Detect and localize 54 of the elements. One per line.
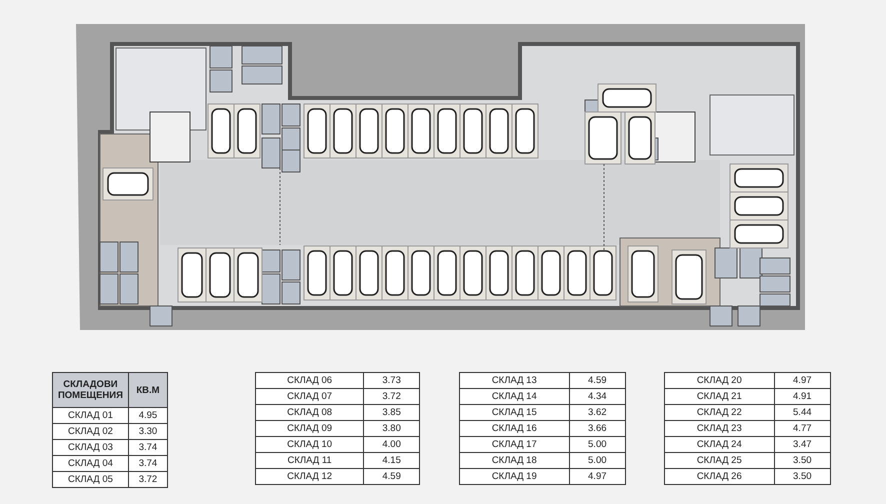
storage-name-cell: СКЛАД 25 bbox=[664, 452, 774, 468]
storage-name-cell: СКЛАД 15 bbox=[460, 404, 570, 420]
area-value-cell: 4.97 bbox=[569, 468, 626, 484]
area-value-cell: 3.74 bbox=[128, 456, 168, 472]
area-value-cell: 3.62 bbox=[569, 404, 626, 420]
area-value-cell: 3.50 bbox=[774, 452, 830, 468]
area-value-cell: 3.73 bbox=[364, 372, 420, 388]
area-value-cell: 4.15 bbox=[364, 452, 420, 468]
storage-name-cell: СКЛАД 11 bbox=[256, 452, 364, 468]
area-value-cell: 4.34 bbox=[569, 388, 626, 404]
storage-name-cell: СКЛАД 26 bbox=[664, 468, 774, 484]
storage-name-cell: СКЛАД 10 bbox=[256, 436, 364, 452]
storage-name-cell: СКЛАД 09 bbox=[256, 420, 364, 436]
header-cell: СКЛАДОВИ ПОМЕЩЕНИЯ bbox=[52, 372, 128, 408]
storage-name-cell: СКЛАД 18 bbox=[460, 452, 570, 468]
storage-name-cell: СКЛАД 01 bbox=[52, 408, 128, 424]
area-value-cell: 3.80 bbox=[364, 420, 420, 436]
area-value-cell: 3.50 bbox=[774, 468, 830, 484]
storage-name-cell: СКЛАД 19 bbox=[460, 468, 570, 484]
storage-name-cell: СКЛАД 22 bbox=[664, 404, 774, 420]
storage-name-cell: СКЛАД 16 bbox=[460, 420, 570, 436]
area-value-cell: 3.85 bbox=[364, 404, 420, 420]
storage-name-cell: СКЛАД 17 bbox=[460, 436, 570, 452]
area-value-cell: 5.00 bbox=[569, 436, 626, 452]
area-value-cell: 4.95 bbox=[128, 408, 168, 424]
area-value-cell: 3.47 bbox=[774, 436, 830, 452]
area-value-cell: 3.72 bbox=[364, 388, 420, 404]
storage-name-cell: СКЛАД 20 bbox=[664, 372, 774, 388]
storage-name-cell: СКЛАД 06 bbox=[256, 372, 364, 388]
storage-name-cell: СКЛАД 13 bbox=[460, 372, 570, 388]
area-value-cell: 3.30 bbox=[128, 424, 168, 440]
area-value-cell: 4.97 bbox=[774, 372, 830, 388]
area-value-cell: 4.91 bbox=[774, 388, 830, 404]
storage-name-cell: СКЛАД 23 bbox=[664, 420, 774, 436]
area-value-cell: 4.77 bbox=[774, 420, 830, 436]
area-value-cell: 4.59 bbox=[569, 372, 626, 388]
storage-name-cell: СКЛАД 14 bbox=[460, 388, 570, 404]
area-value-cell: 3.72 bbox=[128, 472, 168, 488]
storage-name-cell: СКЛАД 04 bbox=[52, 456, 128, 472]
area-value-cell: 4.00 bbox=[364, 436, 420, 452]
area-value-cell: 5.44 bbox=[774, 404, 830, 420]
storage-name-cell: СКЛАД 21 bbox=[664, 388, 774, 404]
area-value-cell: 3.74 bbox=[128, 440, 168, 456]
storage-name-cell: СКЛАД 07 bbox=[256, 388, 364, 404]
storage-name-cell: СКЛАД 02 bbox=[52, 424, 128, 440]
storage-name-cell: СКЛАД 24 bbox=[664, 436, 774, 452]
storage-name-cell: СКЛАД 08 bbox=[256, 404, 364, 420]
area-value-cell: 5.00 bbox=[569, 452, 626, 468]
storage-name-cell: СКЛАД 12 bbox=[256, 468, 364, 484]
area-value-cell: 3.66 bbox=[569, 420, 626, 436]
area-value-cell: 4.59 bbox=[364, 468, 420, 484]
storage-name-cell: СКЛАД 05 bbox=[52, 472, 128, 488]
header-cell: КВ.М bbox=[128, 372, 168, 408]
storage-name-cell: СКЛАД 03 bbox=[52, 440, 128, 456]
